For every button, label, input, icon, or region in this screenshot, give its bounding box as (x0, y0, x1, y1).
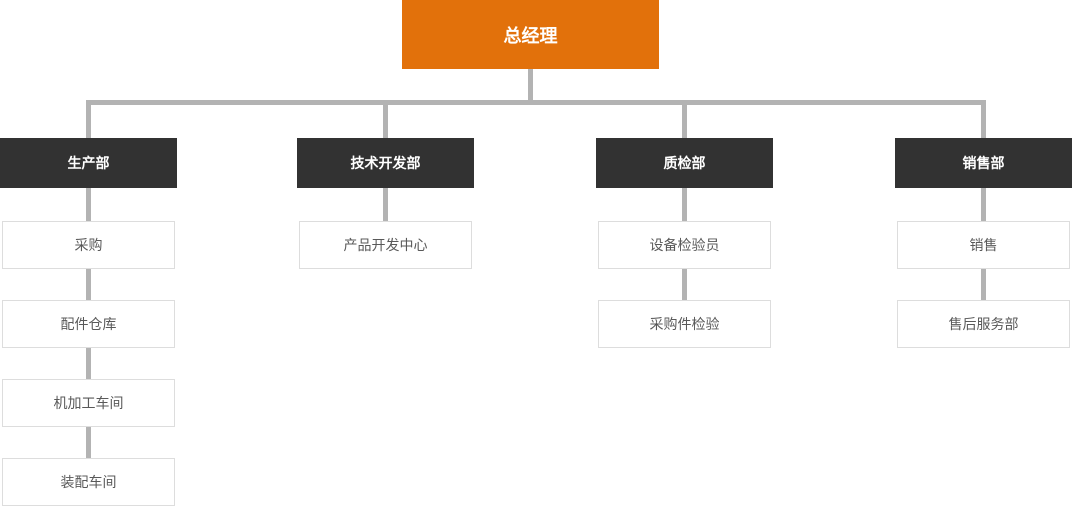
child-node-parts-warehouse[interactable]: 配件仓库 (2, 300, 175, 348)
dept-node-label: 质检部 (663, 155, 706, 171)
connector-spine (86, 100, 986, 105)
child-node-label: 配件仓库 (60, 316, 117, 332)
connector-column-4 (981, 100, 986, 324)
connector-root-drop (528, 69, 533, 105)
child-node-purchasing[interactable]: 采购 (2, 221, 175, 269)
child-node-product-dev-center[interactable]: 产品开发中心 (299, 221, 472, 269)
dept-node-sales[interactable]: 销售部 (895, 138, 1072, 188)
root-node-label: 总经理 (503, 25, 558, 46)
connector-column-1 (86, 100, 91, 482)
dept-node-production[interactable]: 生产部 (0, 138, 177, 188)
child-node-machining-workshop[interactable]: 机加工车间 (2, 379, 175, 427)
dept-node-label: 销售部 (962, 155, 1005, 171)
child-node-label: 采购件检验 (649, 316, 720, 332)
child-node-label: 采购 (74, 237, 103, 253)
child-node-label: 机加工车间 (53, 395, 124, 411)
child-node-purchased-parts-inspection[interactable]: 采购件检验 (598, 300, 771, 348)
dept-node-tech-development[interactable]: 技术开发部 (297, 138, 474, 188)
child-node-label: 产品开发中心 (343, 237, 428, 253)
child-node-after-sales-service[interactable]: 售后服务部 (897, 300, 1070, 348)
child-node-equipment-inspector[interactable]: 设备检验员 (598, 221, 771, 269)
child-node-label: 装配车间 (60, 474, 117, 490)
child-node-label: 销售 (969, 237, 998, 253)
dept-node-quality-inspection[interactable]: 质检部 (596, 138, 773, 188)
child-node-label: 售后服务部 (948, 316, 1019, 332)
dept-node-label: 生产部 (67, 155, 110, 171)
child-node-label: 设备检验员 (649, 237, 720, 253)
child-node-assembly-workshop[interactable]: 装配车间 (2, 458, 175, 506)
dept-node-label: 技术开发部 (350, 155, 421, 171)
connector-column-3 (682, 100, 687, 324)
root-node-general-manager[interactable]: 总经理 (402, 0, 659, 69)
child-node-sales[interactable]: 销售 (897, 221, 1070, 269)
